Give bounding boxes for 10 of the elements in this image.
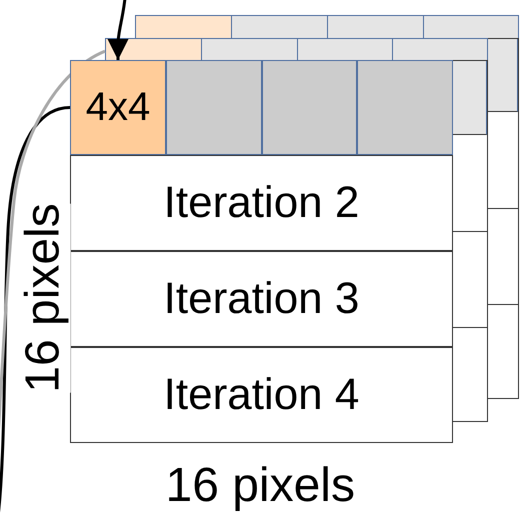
block-cell bbox=[357, 60, 453, 155]
layer-panel bbox=[105, 38, 488, 60]
layer-panel bbox=[135, 15, 519, 38]
iteration-row: Iteration 4 bbox=[70, 347, 453, 443]
iteration-row: Iteration 3 bbox=[70, 251, 453, 347]
iteration-row: Iteration 2 bbox=[70, 155, 453, 251]
block-cell bbox=[166, 60, 262, 155]
block-cell bbox=[262, 60, 357, 155]
arrow bbox=[108, 0, 128, 60]
block-cell: 4x4 bbox=[70, 60, 166, 155]
